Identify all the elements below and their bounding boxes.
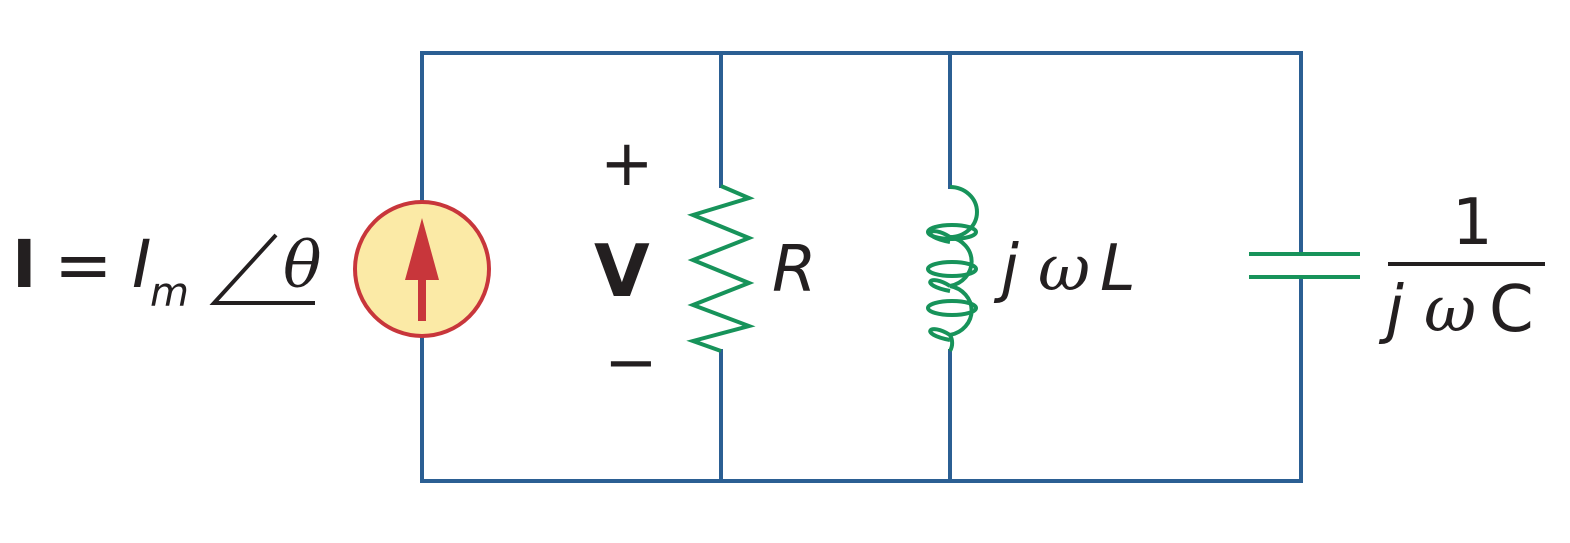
capacitor-label-c: C <box>1489 273 1534 347</box>
inductor-loop-2 <box>928 278 952 293</box>
voltage-symbol: V <box>594 229 650 313</box>
capacitor-label: 1 j ω C <box>1378 186 1545 347</box>
current-source-arrow-head <box>405 218 439 280</box>
current-source-arrow-shaft <box>418 276 426 321</box>
inductor-label-j: j <box>993 232 1019 306</box>
current-symbol: I <box>12 226 37 303</box>
capacitor <box>1249 252 1360 279</box>
angle-symbol <box>209 233 315 305</box>
current-source <box>353 200 491 338</box>
capacitor-label-omega: ω <box>1424 273 1476 347</box>
magnitude-symbol: I <box>132 226 151 303</box>
inductor-label-l: L <box>1100 232 1136 306</box>
resistor-label: R <box>772 233 816 307</box>
circuit-wires <box>420 51 1303 483</box>
voltage-minus: − <box>604 326 658 400</box>
voltage-plus: + <box>600 127 654 201</box>
inductor-front-loop-3 <box>926 299 978 317</box>
capacitor-label-numerator: 1 <box>1452 186 1493 260</box>
inductor-turns <box>946 185 979 352</box>
inductor-front-loop-1 <box>926 223 978 241</box>
inductor-label-omega: ω <box>1038 232 1090 306</box>
capacitor-label-j: j <box>1378 273 1404 347</box>
inductor-front-loop-2 <box>926 260 978 278</box>
inductor-coil <box>926 185 979 352</box>
inductor-label: j ω L <box>993 232 1136 306</box>
resistor-zigzag <box>686 184 756 353</box>
voltage-label: + V − <box>594 127 658 400</box>
angle-theta: θ <box>283 229 322 303</box>
inductor-loop-3 <box>928 327 952 342</box>
source-label: I = I m θ <box>12 224 322 316</box>
magnitude-subscript: m <box>150 270 189 316</box>
equals-sign: = <box>54 224 113 306</box>
